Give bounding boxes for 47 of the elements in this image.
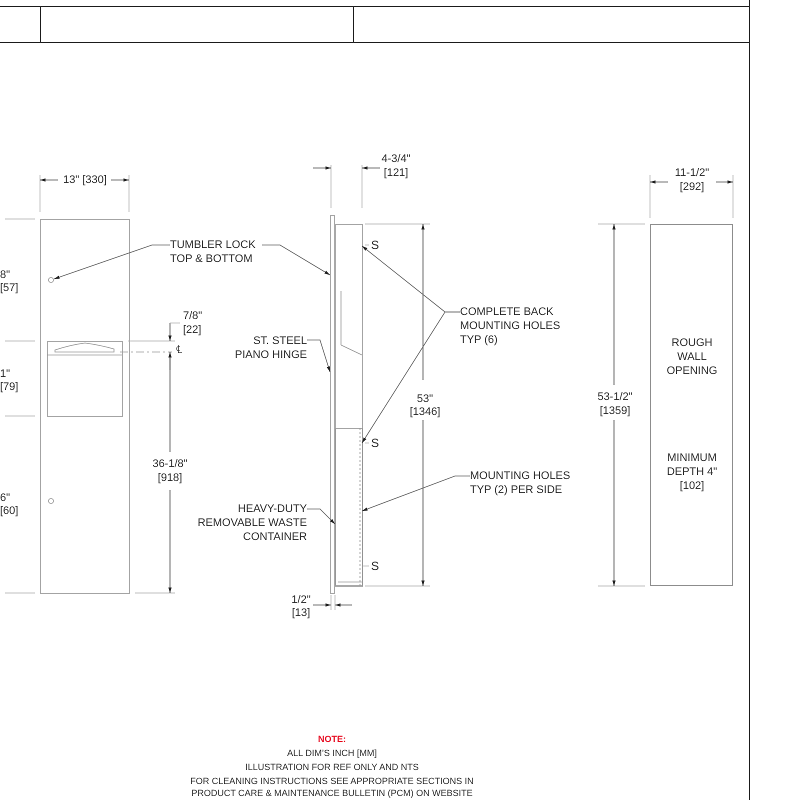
leader-line xyxy=(54,244,170,280)
dimension-text: [1359] xyxy=(600,404,630,418)
dimension-text: [79] xyxy=(0,380,18,394)
leader-line xyxy=(362,476,470,512)
dimension-text: 7/8" xyxy=(183,309,202,323)
dimension-text: [60] xyxy=(0,504,18,518)
dimension-text: 13" [330] xyxy=(63,173,107,187)
dimension-text: [292] xyxy=(680,180,704,194)
dimension-text: [22] xyxy=(183,323,202,337)
callout-text: COMPLETE BACK MOUNTING HOLES TYP (6) xyxy=(460,305,575,347)
rough-opening-box xyxy=(650,224,733,586)
note-text: FOR CLEANING INSTRUCTIONS SEE APPROPRIATE SECTIONS IN xyxy=(190,775,474,788)
hole-mark: S xyxy=(371,436,380,450)
note-heading: NOTE: xyxy=(318,733,346,746)
centerline-symbol: ℄ xyxy=(176,343,182,357)
note-text: ILLUSTRATION FOR REF ONLY AND NTS xyxy=(245,761,419,774)
callout-text: HEAVY-DUTY REMOVABLE WASTE CONTAINER xyxy=(190,502,307,544)
leader-line xyxy=(362,312,460,444)
lock-hole xyxy=(48,277,54,283)
depth-text: MINIMUM DEPTH 4" [102] xyxy=(666,451,718,493)
callout-text: ST. STEEL PIANO HINGE xyxy=(232,334,307,362)
waste-container-drawing xyxy=(335,428,363,586)
dimension-text: [57] xyxy=(0,281,18,295)
leader-line xyxy=(306,340,330,372)
dimension-text: [918] xyxy=(158,471,182,485)
dimension-text: 1/2" xyxy=(291,593,311,607)
dimension-text: 53" xyxy=(416,392,434,406)
note-text: PRODUCT CARE & MAINTENANCE BULLETIN (PCM) ON WEBSITE xyxy=(191,787,473,800)
hole-mark: S xyxy=(371,559,380,573)
opening-text: ROUGH WALL OPENING xyxy=(666,336,718,378)
dispenser-side-view-drawing xyxy=(330,215,363,594)
note-text: ALL DIM’S INCH [MM] xyxy=(287,747,377,760)
hole-mark: S xyxy=(371,238,380,252)
leader-line xyxy=(262,244,330,276)
callout-text: MOUNTING HOLES TYP (2) PER SIDE xyxy=(470,469,582,497)
callout-text: TUMBLER LOCK TOP & BOTTOM xyxy=(170,238,262,266)
dimension-text: 6" xyxy=(0,491,10,505)
dimension-text: 1" xyxy=(0,367,10,381)
dimension-text: 53-1/2" xyxy=(597,390,633,404)
dimension-text: [1346] xyxy=(410,405,440,419)
dimension-text: 36-1/8" xyxy=(152,457,188,471)
dimension-text: [13] xyxy=(292,606,310,620)
dimension-text: [121] xyxy=(384,166,408,180)
dimension-text: 11-1/2" xyxy=(674,166,710,180)
dimension-text: 4-3/4" xyxy=(382,152,410,166)
leader-line xyxy=(306,508,336,524)
dimension-text: 8" xyxy=(0,268,10,282)
